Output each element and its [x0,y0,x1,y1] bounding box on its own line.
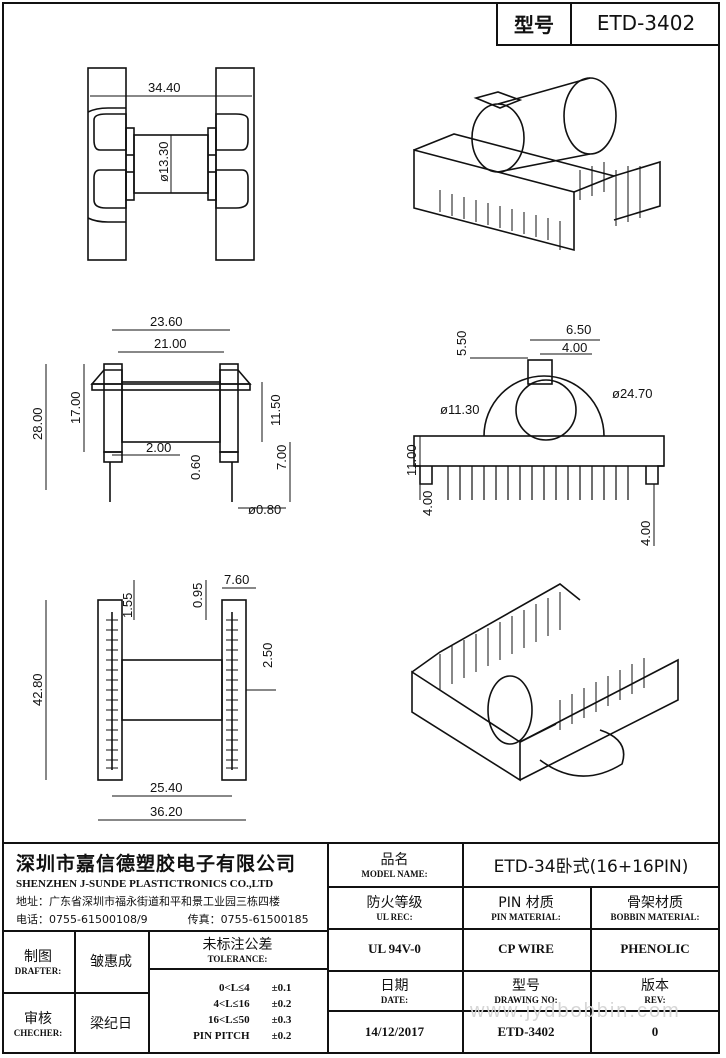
technical-drawing: 34.40 ø13.30 23.60 21.00 28.00 17.00 11.… [30,67,679,821]
dim-front-hbody: 11.50 [268,394,283,426]
bobbin-mat-cn: 骨架材质 [627,895,683,911]
dim-front-w1: 23.60 [150,314,183,329]
dim-top-width: 34.40 [148,80,181,95]
ul-cn: 防火等级 [366,895,423,911]
title-block: 深圳市嘉信德塑胶电子有限公司 SHENZHEN J-SUNDE PLASTICT… [2,842,720,1054]
drafter-en: DRAFTER: [14,966,62,976]
dim-front-pinlen: 7.00 [274,445,289,470]
ul-value: UL 94V-0 [368,941,421,956]
drawing-en: DRAWING NO: [494,995,558,1005]
front-view [45,329,291,509]
top-view [87,67,255,261]
dim-front-hupper: 17.00 [68,391,83,424]
bobbin-value: PHENOLIC [620,941,690,956]
dim-front-offset: 2.00 [146,440,171,455]
rev-en: REV: [644,995,666,1005]
model-name-en: MODEL NAME: [361,869,428,879]
model-name-value: ETD-34卧式(16+16PIN) [493,856,689,877]
dim-front-w2: 21.00 [154,336,187,351]
company-en: SHENZHEN J-SUNDE PLASTICTRONICS CO.,LTD [16,878,274,890]
bobbin-mat-en: BOBBIN MATERIAL: [610,912,700,922]
dim-side-baseh: 11.00 [404,444,419,476]
model-name-cn: 品名 [380,852,409,868]
dim-bottom-pitch: 2.50 [260,643,275,668]
tolerance-row: 4<L≤16±0.2 [213,998,292,1010]
dim-side-wslot: 6.50 [566,322,591,337]
ul-en: UL REC: [376,912,413,922]
iso-view-top [413,77,661,252]
dim-bottom-p1: 1.55 [120,593,135,618]
dim-side-hslot: 5.50 [454,331,469,356]
dim-front-pinthk: 0.60 [188,455,203,480]
dim-top-dia: ø13.30 [156,142,171,182]
model-box: 型号 ETD-3402 [496,2,720,46]
dim-front-pindia: ø0.80 [248,502,281,517]
company-tel: 电话：0755-61500108/9 [16,913,148,926]
drafter-name: 皱惠成 [90,954,132,970]
drawing-cn: 型号 [512,978,540,994]
dim-bottom-wouter: 36.20 [150,804,183,819]
dim-front-htotal: 28.00 [30,407,45,440]
tolerance-en: TOLERANCE: [207,954,268,964]
tolerance-row: 16<L≤50±0.3 [207,1014,292,1026]
model-value: ETD-3402 [596,11,696,35]
checker-name: 梁纪日 [90,1016,132,1032]
iso-view-bottom [411,583,679,782]
pin-mat-cn: PIN 材质 [498,895,554,911]
date-cn: 日期 [380,978,409,994]
tolerance-row: PIN PITCH±0.2 [193,1030,292,1042]
rev-value: 0 [651,1024,659,1039]
date-en: DATE: [380,995,409,1005]
dim-bottom-length: 42.80 [30,673,45,706]
watermark: www.jydbobbin.com [470,1000,681,1022]
tolerance-row: 0<L≤4±0.1 [218,982,292,994]
dim-bottom-winner: 25.40 [150,780,183,795]
checker-cn: 审核 [24,1011,52,1027]
dim-side-innerdia: ø11.30 [440,402,480,417]
date-value: 14/12/2017 [364,1024,425,1039]
company-cn: 深圳市嘉信德塑胶电子有限公司 [16,853,297,875]
pin-value: CP WIRE [498,941,554,956]
drawing-value: ETD-3402 [497,1024,555,1039]
dim-bottom-p2: 0.95 [190,583,205,608]
dim-side-wslot2: 4.00 [562,340,587,355]
company-address: 地址：广东省深圳市福永街道和平和景工业园三栋四楼 [16,895,280,908]
dim-side-pinh2: 4.00 [638,521,653,546]
pin-mat-en: PIN MATERIAL: [491,912,561,922]
dim-bottom-w: 7.60 [224,572,249,587]
side-view [413,339,665,546]
checker-en: CHECHER: [13,1028,63,1038]
model-label: 型号 [498,2,572,44]
bottom-view [45,580,276,821]
dim-side-pinh: 4.00 [420,491,435,516]
dim-side-outerdia: ø24.70 [612,386,652,401]
rev-cn: 版本 [641,978,669,994]
tolerance-cn: 未标注公差 [202,937,273,953]
company-fax: 传真：0755-61500185 [187,913,309,926]
drafter-cn: 制图 [24,949,52,965]
